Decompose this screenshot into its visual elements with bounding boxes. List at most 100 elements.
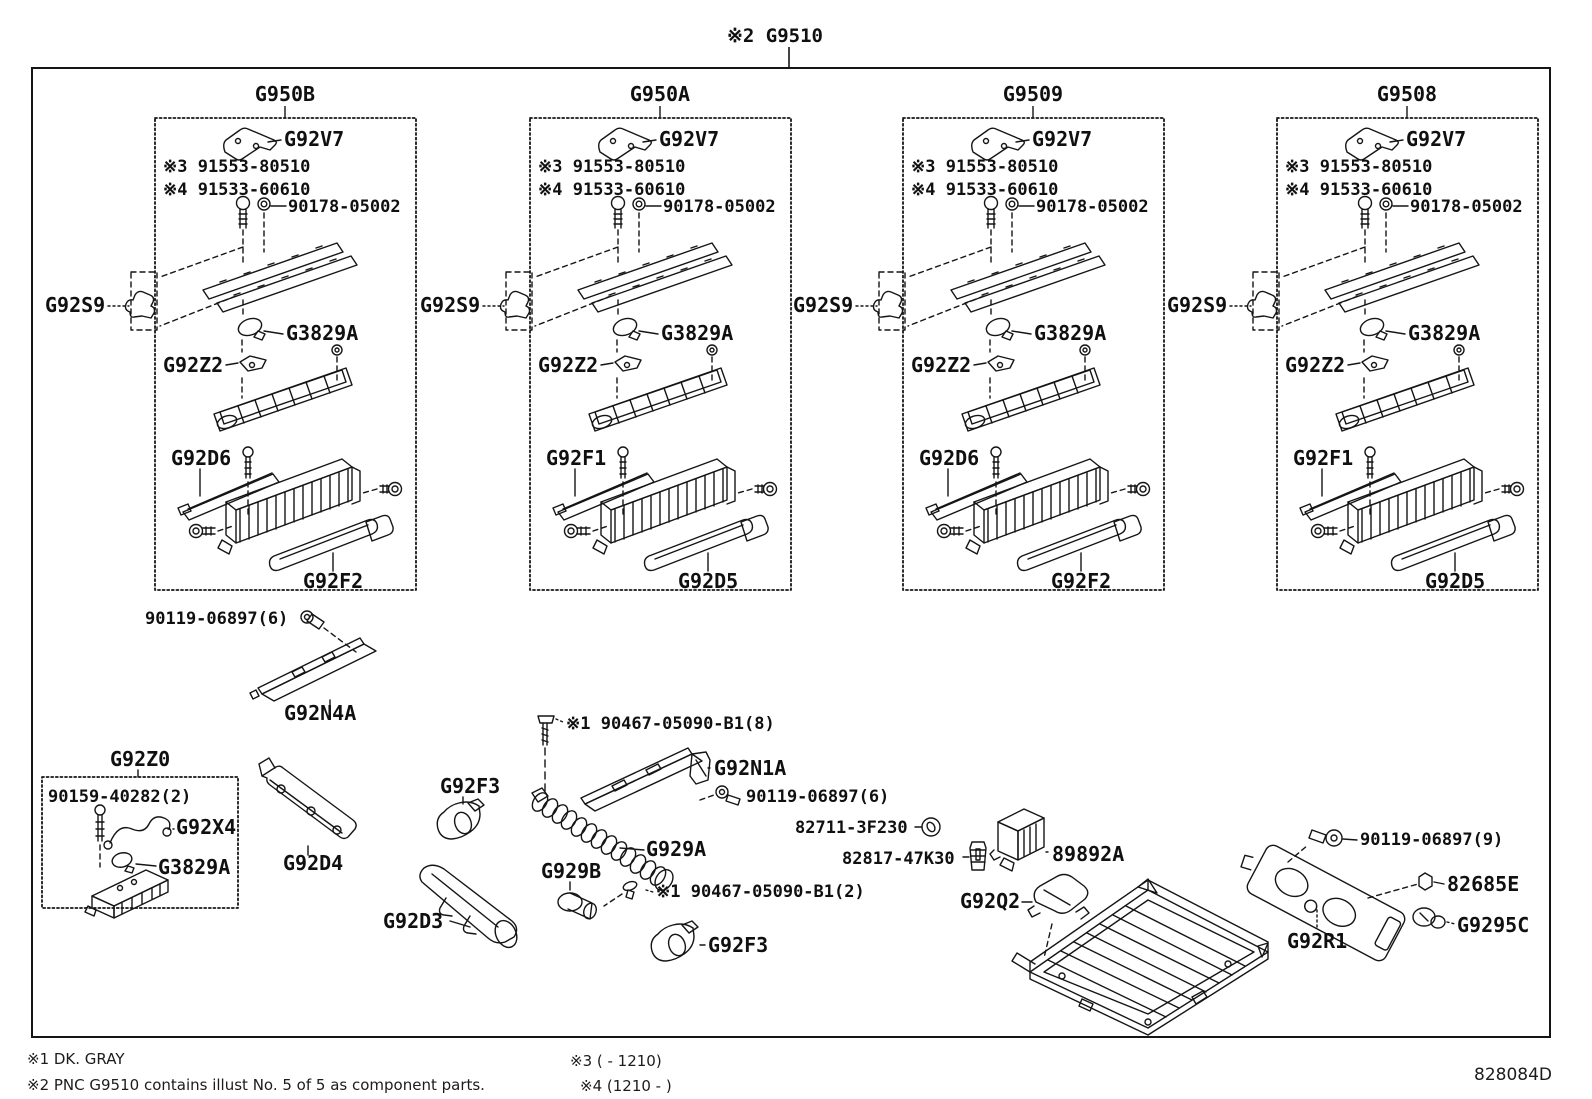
label-cover: G92F2 (303, 569, 363, 593)
footnote-1: ※1 DK. GRAY (27, 1050, 125, 1068)
label-g929b: G929B (541, 859, 601, 883)
label-g92s9: G92S9 (793, 293, 853, 317)
screw-90467-8-part (537, 715, 564, 796)
outer-assembly-border (31, 67, 1551, 1038)
label-g9295c: G9295C (1457, 913, 1529, 937)
label-note3: ※3 91553-80510 (1285, 157, 1432, 177)
duct-f3-a-part (436, 796, 485, 840)
label-note3: ※3 91553-80510 (538, 157, 685, 177)
label-note3: ※3 91553-80510 (163, 157, 310, 177)
hose-g929b-part (557, 881, 597, 920)
sub-assembly-g950b: G950B G92S9 G92V7 ※3 91553-80510 ※4 9153… (45, 82, 417, 593)
kit-wire-part (103, 816, 175, 850)
footnote-4: ※4 (1210 - ) (580, 1077, 672, 1095)
kit-clamp-part (111, 852, 157, 874)
drawing-number: 828084D (1474, 1065, 1552, 1085)
label-g92z2: G92Z2 (538, 353, 598, 377)
service-plug-kit-box (41, 769, 239, 919)
reinforcement-rail-n1a-part (580, 747, 713, 812)
label-g92s9: G92S9 (45, 293, 105, 317)
label-82817: 82817-47K30 (842, 849, 955, 869)
label-g3829a-kit: G3829A (158, 855, 230, 879)
sub-assembly-g9509: G9509 G92S9 G92V7 ※3 91553-80510 ※4 9153… (793, 82, 1165, 593)
label-plate: G92F1 (546, 446, 606, 470)
duct-d4-part (258, 757, 357, 856)
label-90178: 90178-05002 (1036, 197, 1149, 217)
label-g92s9: G92S9 (420, 293, 480, 317)
box-label: G950B (255, 82, 315, 106)
label-cover: G92F2 (1051, 569, 1111, 593)
label-g3829a: G3829A (661, 321, 733, 345)
label-g92q2: G92Q2 (960, 889, 1020, 913)
label-g92n4a: G92N4A (284, 701, 356, 725)
label-g92x4: G92X4 (176, 815, 236, 839)
label-82685e: 82685E (1447, 872, 1519, 896)
label-plate: G92F1 (1293, 446, 1353, 470)
box-label: G950A (630, 82, 690, 106)
label-g92v7: G92V7 (1032, 127, 1092, 151)
label-g92z2: G92Z2 (1285, 353, 1345, 377)
label-90119-6-b: 90119-06897(6) (746, 787, 889, 807)
label-90178: 90178-05002 (663, 197, 776, 217)
end-panel-r1-part (1240, 844, 1406, 962)
label-cover: G92D5 (1425, 569, 1485, 593)
label-plate: G92D6 (919, 446, 979, 470)
footnote-2: ※2 PNC G9510 contains illust No. 5 of 5 … (27, 1076, 485, 1094)
label-g92r1: G92R1 (1287, 929, 1347, 953)
label-note4: ※4 91533-60610 (911, 180, 1058, 200)
bracket-q2-part (1021, 873, 1090, 959)
label-note4: ※4 91533-60610 (538, 180, 685, 200)
label-g92v7: G92V7 (1406, 127, 1466, 151)
label-g929a: G929A (646, 837, 706, 861)
label-g92z2: G92Z2 (163, 353, 223, 377)
label-g3829a: G3829A (286, 321, 358, 345)
label-g92z0: G92Z0 (110, 747, 170, 771)
screw-90467-2-part (603, 880, 654, 907)
label-90159: 90159-40282(2) (48, 787, 191, 807)
kit-screw-part (94, 804, 106, 868)
bolt-90119-9-part (1287, 829, 1358, 863)
label-90119-9: 90119-06897(9) (1360, 830, 1503, 850)
battery-ecu-part (989, 808, 1051, 872)
label-82711: 82711-3F230 (795, 818, 908, 838)
diagram-title: ※2 G9510 (727, 25, 823, 47)
grommet-9295c-part (1412, 907, 1456, 929)
clip-47k30-part (962, 841, 987, 871)
label-g92z2: G92Z2 (911, 353, 971, 377)
label-g92n1a: G92N1A (714, 756, 786, 780)
label-90178: 90178-05002 (1410, 197, 1523, 217)
duct-f3-b-part (650, 920, 706, 962)
label-90119-6-a: 90119-06897(6) (145, 609, 288, 629)
label-g92d3: G92D3 (383, 909, 443, 933)
label-g92d4: G92D4 (283, 851, 343, 875)
box-label: G9508 (1377, 82, 1437, 106)
label-plate: G92D6 (171, 446, 231, 470)
label-g92v7: G92V7 (659, 127, 719, 151)
label-g92s9: G92S9 (1167, 293, 1227, 317)
sub-assembly-g9508: G9508 G92S9 G92V7 ※3 91553-80510 ※4 9153… (1167, 82, 1539, 593)
label-90467-2: ※1 90467-05090-B1(2) (656, 882, 865, 902)
label-90467-8: ※1 90467-05090-B1(8) (566, 714, 775, 734)
label-g92f3-a: G92F3 (440, 774, 500, 798)
grommet-3f230-part (914, 817, 941, 837)
clip-82685e-part (1367, 872, 1445, 899)
label-note4: ※4 91533-60610 (1285, 180, 1432, 200)
sub-assembly-g950a: G950A G92S9 G92V7 ※3 91553-80510 ※4 9153… (420, 82, 792, 593)
label-90178: 90178-05002 (288, 197, 401, 217)
label-g3829a: G3829A (1034, 321, 1106, 345)
label-note4: ※4 91533-60610 (163, 180, 310, 200)
label-note3: ※3 91553-80510 (911, 157, 1058, 177)
footnote-3: ※3 ( - 1210) (570, 1052, 662, 1070)
label-cover: G92D5 (678, 569, 738, 593)
label-89892a: 89892A (1052, 842, 1124, 866)
battery-carrier-tray-part (1011, 878, 1269, 1036)
box-label: G9509 (1003, 82, 1063, 106)
bolt-90119-a-part (300, 610, 357, 653)
kit-module-part (84, 869, 169, 919)
label-g92v7: G92V7 (284, 127, 344, 151)
reinforcement-rail-n4a-part (249, 637, 377, 706)
label-g92f3-b: G92F3 (708, 933, 768, 957)
duct-d3-part (419, 864, 518, 949)
